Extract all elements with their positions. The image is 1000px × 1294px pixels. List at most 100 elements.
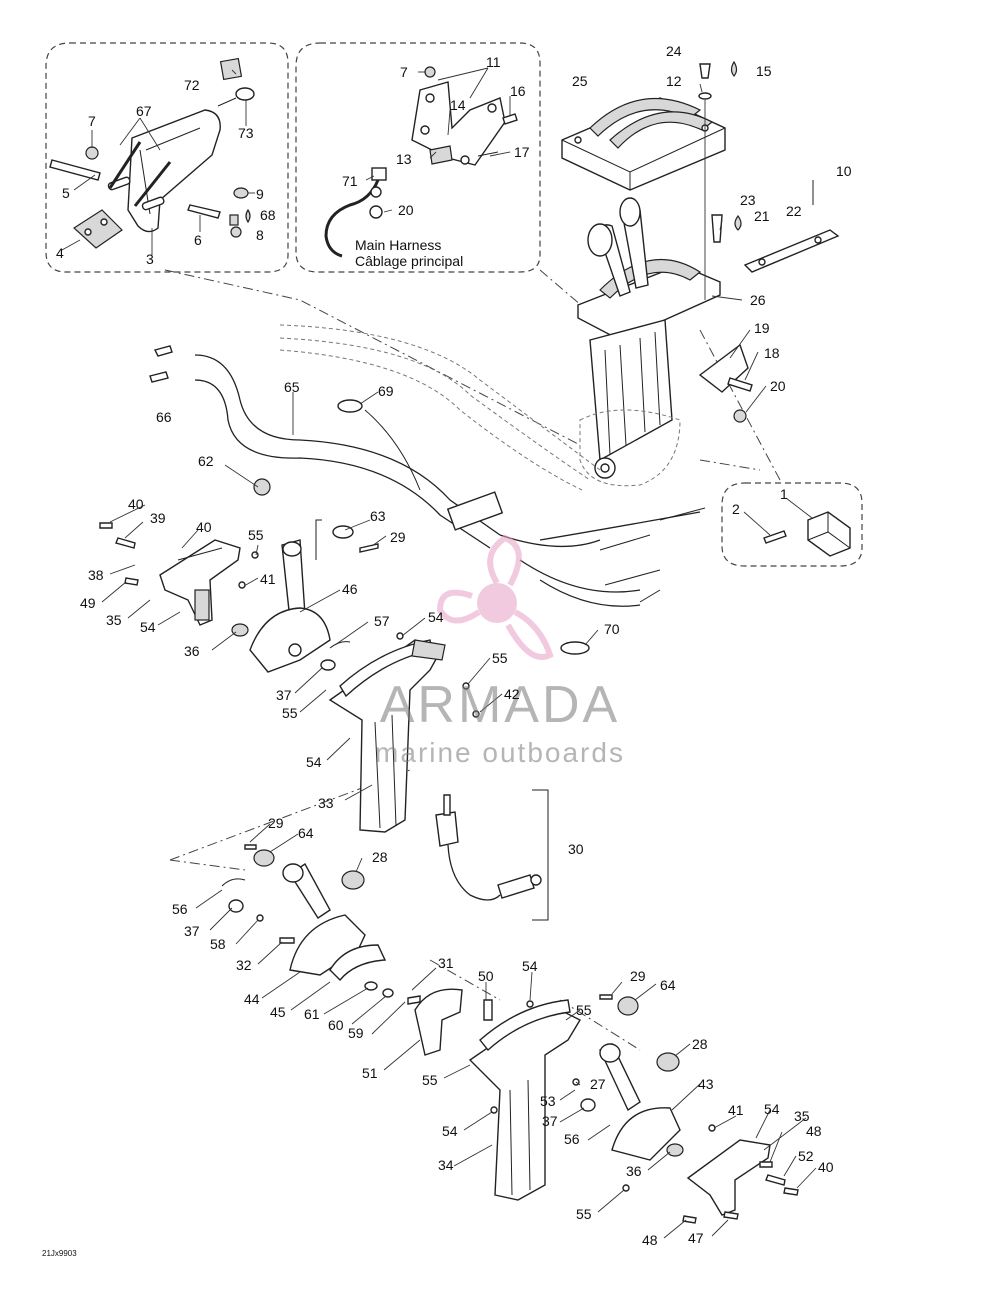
callout-54: 54 bbox=[428, 609, 444, 625]
callout-29: 29 bbox=[390, 529, 406, 545]
callout-36: 36 bbox=[626, 1163, 642, 1179]
callout-13: 13 bbox=[396, 151, 412, 167]
alignment-lines bbox=[164, 269, 781, 1051]
propeller-blade bbox=[436, 589, 481, 624]
callout-37: 37 bbox=[276, 687, 292, 703]
callout-52: 52 bbox=[798, 1148, 814, 1164]
callout-30: 30 bbox=[568, 841, 584, 857]
callout-2: 2 bbox=[732, 501, 740, 517]
callout-54: 54 bbox=[306, 754, 322, 770]
callout-1: 1 bbox=[780, 486, 788, 502]
callout-65: 65 bbox=[284, 379, 300, 395]
callout-67: 67 bbox=[136, 103, 152, 119]
callout-68: 68 bbox=[260, 207, 276, 223]
propeller-blade bbox=[505, 609, 554, 660]
callout-72: 72 bbox=[184, 77, 200, 93]
right-inset-harness-kit bbox=[295, 42, 541, 273]
callout-8: 8 bbox=[256, 227, 264, 243]
callout-9: 9 bbox=[256, 186, 264, 202]
callout-54: 54 bbox=[522, 958, 538, 974]
bracket-inset-1-2 bbox=[721, 482, 863, 567]
callout-24: 24 bbox=[666, 43, 682, 59]
callout-64: 64 bbox=[660, 977, 676, 993]
callout-38: 38 bbox=[88, 567, 104, 583]
callout-14: 14 bbox=[450, 97, 466, 113]
callout-7: 7 bbox=[400, 64, 408, 80]
callout-3: 3 bbox=[146, 251, 154, 267]
callout-47: 47 bbox=[688, 1230, 704, 1246]
callout-11: 11 bbox=[486, 54, 501, 70]
leader-lines bbox=[61, 67, 817, 1239]
callout-50: 50 bbox=[478, 968, 494, 984]
left-inset-bracket-kit bbox=[45, 42, 289, 273]
callout-23: 23 bbox=[740, 192, 756, 208]
callout-56: 56 bbox=[172, 901, 188, 917]
callout-17: 17 bbox=[514, 144, 530, 160]
callout-69: 69 bbox=[378, 383, 394, 399]
callout-35: 35 bbox=[106, 612, 122, 628]
callout-32: 32 bbox=[236, 957, 252, 973]
callout-18: 18 bbox=[764, 345, 780, 361]
callout-60: 60 bbox=[328, 1017, 344, 1033]
callout-29: 29 bbox=[268, 815, 284, 831]
callout-66: 66 bbox=[156, 409, 172, 425]
callout-54: 54 bbox=[140, 619, 156, 635]
callout-46: 46 bbox=[342, 581, 358, 597]
callout-62: 62 bbox=[198, 453, 214, 469]
callout-55: 55 bbox=[576, 1206, 592, 1222]
callout-41: 41 bbox=[728, 1102, 744, 1118]
propeller-hub bbox=[477, 583, 517, 623]
watermark-brand: ARMADA bbox=[380, 676, 620, 734]
callout-37: 37 bbox=[542, 1113, 558, 1129]
callout-42: 42 bbox=[504, 686, 520, 702]
callout-12: 12 bbox=[666, 73, 682, 89]
callout-19: 19 bbox=[754, 320, 770, 336]
callout-54: 54 bbox=[442, 1123, 458, 1139]
callout-55: 55 bbox=[492, 650, 508, 666]
callout-28: 28 bbox=[692, 1036, 708, 1052]
watermark-tagline: marine outboards bbox=[375, 737, 625, 768]
callout-28: 28 bbox=[372, 849, 388, 865]
callout-44: 44 bbox=[244, 991, 260, 1007]
callout-55: 55 bbox=[422, 1072, 438, 1088]
armada-watermark: ARMADA marine outboards bbox=[375, 534, 625, 768]
callout-29: 29 bbox=[630, 968, 646, 984]
callout-7: 7 bbox=[88, 113, 96, 129]
callout-40: 40 bbox=[196, 519, 212, 535]
callout-59: 59 bbox=[348, 1025, 364, 1041]
callout-33: 33 bbox=[318, 795, 334, 811]
callout-35: 35 bbox=[794, 1108, 810, 1124]
callout-numbers: 72 73 67 7 5 9 68 8 6 4 3 7 11 16 14 13 … bbox=[56, 43, 852, 1248]
propeller-blade bbox=[487, 534, 522, 587]
callout-43: 43 bbox=[698, 1076, 714, 1092]
control-box-assembly bbox=[561, 60, 840, 487]
callout-58: 58 bbox=[210, 936, 226, 952]
callout-37: 37 bbox=[184, 923, 200, 939]
control-cables bbox=[149, 324, 706, 655]
bottom-housing-34 bbox=[468, 999, 581, 1201]
callout-20: 20 bbox=[398, 202, 414, 218]
callout-41: 41 bbox=[260, 571, 276, 587]
inset-label-french: Câblage principal bbox=[355, 253, 463, 269]
callout-26: 26 bbox=[750, 292, 766, 308]
right-lower-lever-assembly bbox=[580, 994, 799, 1224]
callout-48: 48 bbox=[806, 1123, 822, 1139]
callout-57: 57 bbox=[374, 613, 390, 629]
left-upper-lever-assembly bbox=[99, 478, 379, 673]
center-housing-33 bbox=[328, 632, 542, 901]
callout-49: 49 bbox=[80, 595, 96, 611]
callout-64: 64 bbox=[298, 825, 314, 841]
callout-40: 40 bbox=[128, 496, 144, 512]
callout-48: 48 bbox=[642, 1232, 658, 1248]
callout-70: 70 bbox=[604, 621, 620, 637]
callout-55: 55 bbox=[248, 527, 264, 543]
callout-20: 20 bbox=[770, 378, 786, 394]
callout-53: 53 bbox=[540, 1093, 556, 1109]
callout-21: 21 bbox=[754, 208, 770, 224]
callout-63: 63 bbox=[370, 508, 386, 524]
callout-34: 34 bbox=[438, 1157, 454, 1173]
callout-54: 54 bbox=[764, 1101, 780, 1117]
left-lower-lever-assembly bbox=[221, 844, 463, 1056]
callout-10: 10 bbox=[836, 163, 852, 179]
